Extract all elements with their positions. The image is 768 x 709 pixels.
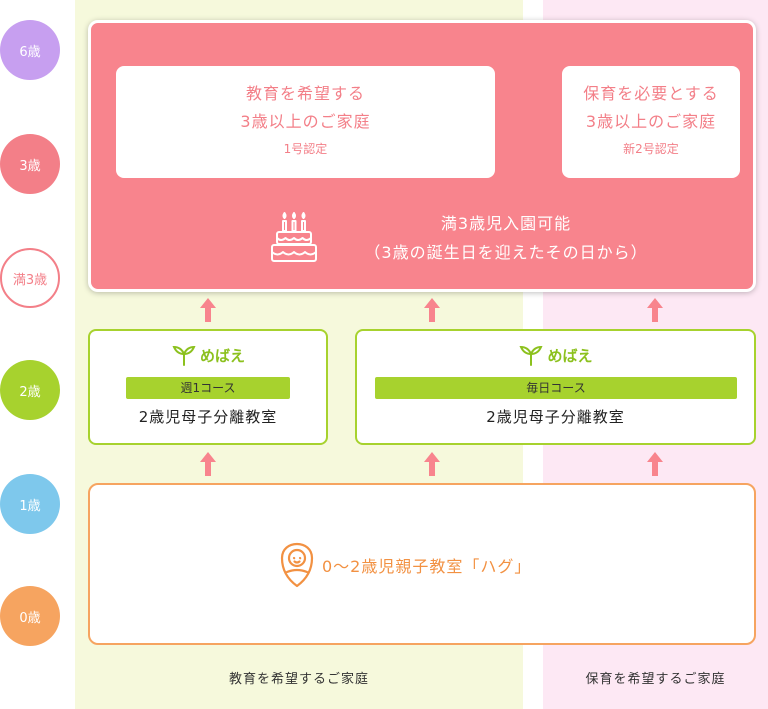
weekly-course-label: 週1コース	[126, 377, 290, 399]
hug-class-card: 0〜2歳児親子教室「ハグ」	[88, 483, 756, 645]
education-certification-card: 教育を希望する 3歳以上のご家庭 1号認定	[116, 66, 495, 178]
age-0-badge: 0歳	[0, 586, 60, 646]
age-6-badge: 6歳	[0, 20, 60, 80]
age-full3-badge: 満3歳	[0, 248, 60, 308]
enrollment-note: 満3歳児入園可能 （3歳の誕生日を迎えたその日から）	[269, 209, 689, 269]
weekly-class-name: 2歳児母子分離教室	[138, 408, 278, 426]
arrow-up-icon	[647, 452, 663, 476]
daily-course-label: 毎日コース	[375, 377, 737, 399]
age-3-badge: 3歳	[0, 134, 60, 194]
enrollment-subtitle: （3歳の誕生日を迎えたその日から）	[364, 243, 648, 262]
mebae-weekly-card: めばえ 週1コース 2歳児母子分離教室	[88, 329, 328, 445]
childcare-column-label: 保育を希望するご家庭	[585, 672, 726, 687]
education-column-label: 教育を希望するご家庭	[228, 672, 369, 687]
education-card-cert: 1号認定	[283, 142, 328, 156]
education-card-line2: 3歳以上のご家庭	[240, 112, 371, 131]
childcare-card-line2: 3歳以上のご家庭	[585, 112, 717, 131]
daily-class-name: 2歳児母子分離教室	[486, 408, 625, 426]
baby-icon	[280, 542, 314, 588]
mebae-daily-card: めばえ 毎日コース 2歳児母子分離教室	[355, 329, 756, 445]
education-card-line1: 教育を希望する	[245, 84, 365, 103]
age-1-badge: 1歳	[0, 474, 60, 534]
enrollment-title: 満3歳児入園可能	[440, 214, 572, 233]
mebae-brand: めばえ	[199, 346, 245, 365]
childcare-card-cert: 新2号認定	[623, 142, 679, 156]
sprout-icon	[172, 345, 196, 366]
arrow-up-icon	[200, 452, 216, 476]
age3-plus-block: 教育を希望する 3歳以上のご家庭 1号認定 保育を必要とする 3歳以上のご家庭 …	[88, 20, 756, 292]
sprout-icon	[519, 345, 544, 366]
childcare-card-line1: 保育を必要とする	[583, 84, 719, 103]
childcare-certification-card: 保育を必要とする 3歳以上のご家庭 新2号認定	[562, 66, 740, 178]
mebae-brand: めばえ	[547, 346, 593, 365]
arrow-up-icon	[647, 298, 663, 322]
hug-class-title: 0〜2歳児親子教室「ハグ」	[322, 557, 532, 576]
arrow-up-icon	[200, 298, 216, 322]
arrow-up-icon	[424, 298, 440, 322]
age-2-badge: 2歳	[0, 360, 60, 420]
birthday-cake-icon	[271, 212, 317, 262]
arrow-up-icon	[424, 452, 440, 476]
